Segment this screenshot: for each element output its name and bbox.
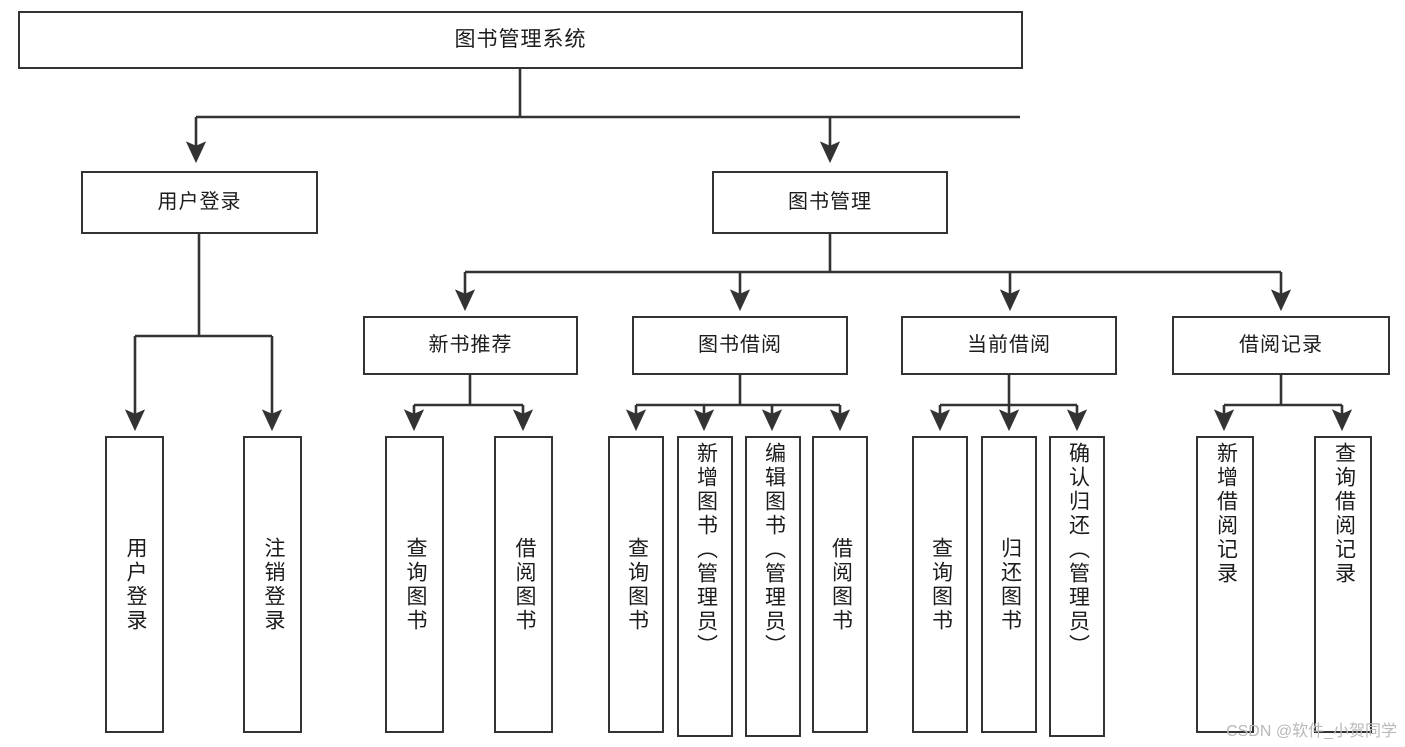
node-label: 用户登录 [157, 191, 242, 213]
node-label: 当前借阅 [967, 334, 1051, 356]
leaf-query-book-recommend[interactable]: 查询图书 [385, 436, 444, 733]
leaf-label: 新增借阅记录 [1214, 442, 1238, 586]
leaf-edit-book-admin[interactable]: 编辑图书（管理员） [745, 436, 801, 737]
node-label: 新书推荐 [428, 334, 513, 356]
leaf-label: 查询图书 [625, 536, 649, 633]
leaf-return-book[interactable]: 归还图书 [981, 436, 1037, 733]
node-user-login[interactable]: 用户登录 [81, 171, 318, 234]
leaf-label: 新增图书（管理员） [694, 442, 718, 658]
node-label: 图书借阅 [698, 334, 782, 356]
leaf-borrow-book[interactable]: 借阅图书 [812, 436, 868, 733]
leaf-label: 查询图书 [929, 536, 953, 633]
leaf-label: 借阅图书 [512, 536, 536, 633]
node-label: 图书管理 [788, 191, 872, 213]
node-label: 借阅记录 [1239, 334, 1323, 356]
node-book-borrow[interactable]: 图书借阅 [632, 316, 848, 375]
leaf-user-login[interactable]: 用户登录 [105, 436, 164, 733]
leaf-label: 借阅图书 [829, 536, 853, 633]
leaf-label: 用户登录 [123, 536, 147, 633]
node-new-book-recommend[interactable]: 新书推荐 [363, 316, 578, 375]
leaf-logout[interactable]: 注销登录 [243, 436, 302, 733]
leaf-confirm-return-admin[interactable]: 确认归还（管理员） [1049, 436, 1105, 737]
watermark: CSDN @软件_小贺同学 [1226, 723, 1397, 740]
leaf-query-borrow-record[interactable]: 查询借阅记录 [1314, 436, 1372, 733]
leaf-label: 归还图书 [998, 536, 1022, 633]
node-book-management[interactable]: 图书管理 [712, 171, 948, 234]
leaf-borrow-book-recommend[interactable]: 借阅图书 [494, 436, 553, 733]
leaf-label: 确认归还（管理员） [1066, 442, 1090, 658]
node-borrow-record[interactable]: 借阅记录 [1172, 316, 1390, 375]
leaf-add-book-admin[interactable]: 新增图书（管理员） [677, 436, 733, 737]
leaf-label: 查询借阅记录 [1332, 442, 1356, 586]
leaf-query-book-current[interactable]: 查询图书 [912, 436, 968, 733]
node-root-book-management-system[interactable]: 图书管理系统 [18, 11, 1023, 69]
node-label: 图书管理系统 [454, 27, 587, 51]
node-current-borrow[interactable]: 当前借阅 [901, 316, 1117, 375]
leaf-label: 注销登录 [261, 536, 285, 633]
leaf-label: 编辑图书（管理员） [762, 442, 786, 658]
leaf-label: 查询图书 [403, 536, 427, 633]
leaf-add-borrow-record[interactable]: 新增借阅记录 [1196, 436, 1254, 733]
leaf-query-book-borrow[interactable]: 查询图书 [608, 436, 664, 733]
